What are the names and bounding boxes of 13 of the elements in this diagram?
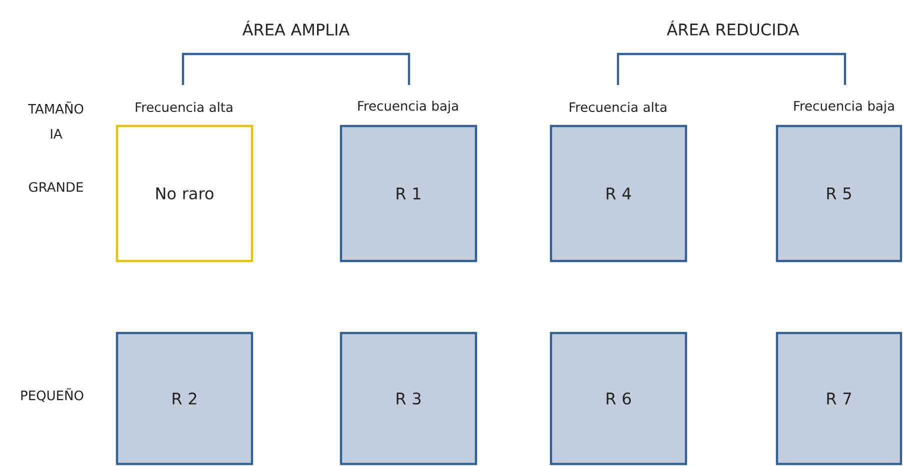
row-heading: GRANDE (29, 182, 83, 192)
region-box: No raro (116, 124, 254, 262)
region-box: R 3 (340, 332, 478, 466)
region-box: R 5 (776, 124, 902, 262)
column-heading: Frecuencia alta (136, 102, 232, 112)
row-heading: TAMAÑO IA (28, 102, 84, 138)
region-box: R 6 (550, 332, 688, 466)
group-heading: ÁREA REDUCIDA (666, 20, 800, 36)
region-box: R 1 (340, 124, 478, 262)
group-heading: ÁREA AMPLIA (242, 20, 350, 36)
region-box: R 7 (776, 332, 902, 466)
region-box: R 2 (116, 332, 254, 466)
region-box: R 4 (550, 124, 688, 262)
